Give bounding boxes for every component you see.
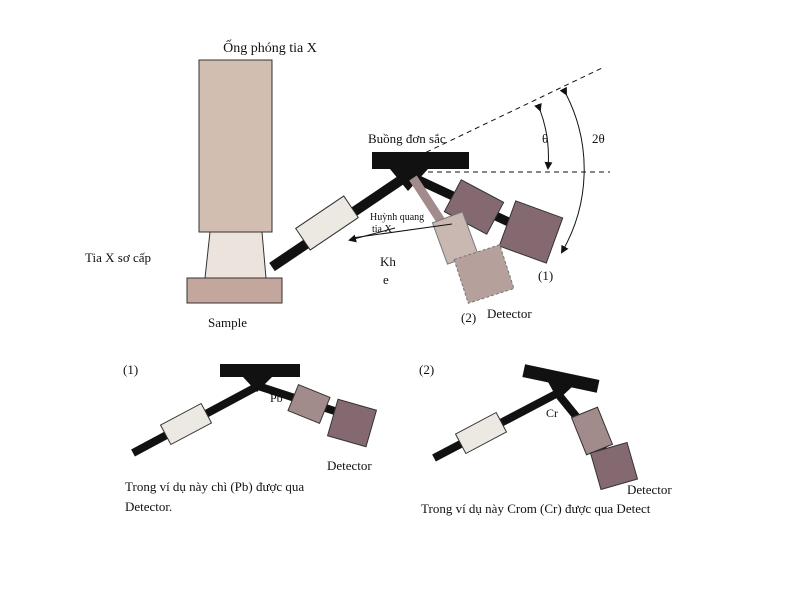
example-1-crystal	[220, 364, 300, 377]
example-2-detector-arm	[570, 406, 614, 456]
xray-tube-label: Ống phóng tia X	[223, 38, 317, 56]
example-2: (2) Cr Detector Trong ví dụ này Crom (Cr…	[419, 362, 672, 516]
primary-xray-label: Tia X sơ cấp	[85, 250, 151, 265]
xray-tube	[198, 59, 273, 233]
example-2-collimator	[454, 411, 508, 455]
tube-window	[204, 231, 267, 279]
incidence-extension	[409, 67, 603, 161]
example-2-caption: Trong ví dụ này Crom (Cr) được qua Detec…	[421, 501, 651, 516]
example-1-element: Pb	[270, 391, 283, 405]
example-1-crystal-mount	[243, 377, 272, 392]
example-1: (1) Pb Detector Trong ví dụ này chì (Pb)…	[123, 362, 378, 514]
position-2-label: (2)	[461, 310, 476, 325]
example-2-element: Cr	[546, 406, 558, 420]
two-theta-label: 2θ	[592, 131, 605, 146]
sample	[186, 277, 283, 304]
main-diagram: Ống phóng tia X Tia X sơ cấp Sample Buồn…	[85, 38, 610, 330]
fluorescence-label-1: Huỳnh quang	[370, 212, 424, 223]
example-1-detector-arm	[287, 384, 331, 424]
example-1-number: (1)	[123, 362, 138, 377]
crystal-chamber-label: Buồng đơn sắc	[368, 131, 446, 146]
two-theta-arc	[559, 86, 585, 254]
example-2-detector	[589, 441, 639, 491]
example-1-caption-line-1: Trong ví dụ này chì (Pb) được qua	[125, 479, 304, 494]
example-2-detector-label: Detector	[627, 482, 672, 497]
slit-line	[351, 223, 453, 239]
slit-label-1: Kh	[380, 254, 396, 269]
example-2-number: (2)	[419, 362, 434, 377]
collimator	[294, 195, 360, 251]
analyzing-crystal	[372, 152, 469, 169]
position-1-label: (1)	[538, 268, 553, 283]
slit-label-2: e	[383, 272, 389, 287]
detector-label: Detector	[487, 306, 532, 321]
example-2-crystal-mount	[548, 382, 573, 400]
theta-label: θ	[542, 131, 548, 146]
fluorescence-label-2: tia X	[372, 224, 392, 235]
example-2-crystal	[522, 364, 600, 393]
example-1-caption-line-2: Detector.	[125, 499, 172, 514]
detector-2	[453, 244, 515, 304]
detector-1	[498, 200, 564, 264]
example-1-detector-label: Detector	[327, 458, 372, 473]
theta-arc	[534, 102, 553, 170]
example-1-detector	[326, 398, 378, 448]
example-1-collimator	[159, 402, 213, 446]
slit-pointer	[348, 227, 396, 243]
sample-label: Sample	[208, 315, 247, 330]
